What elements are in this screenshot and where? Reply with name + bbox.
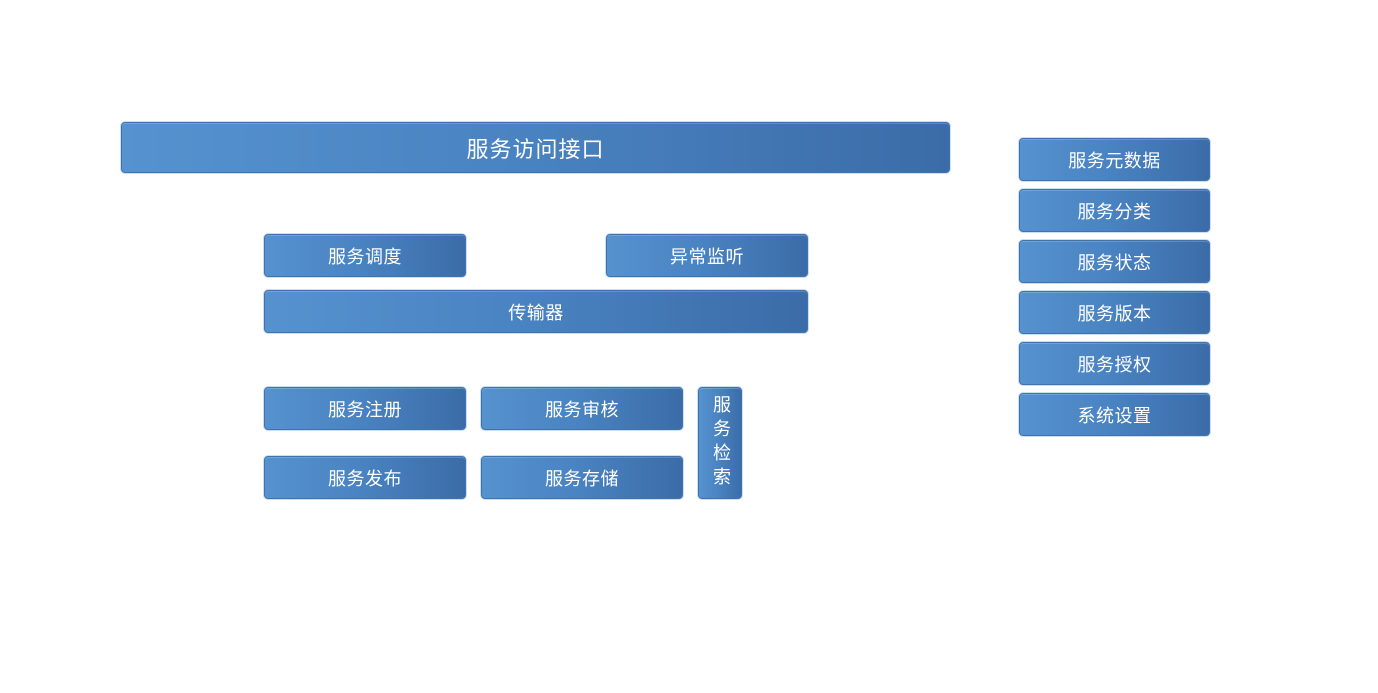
service-storage-label: 服务存储 xyxy=(545,468,619,490)
service-review-label: 服务审核 xyxy=(545,399,619,421)
side-item-service-category[interactable]: 服务分类 xyxy=(1019,189,1210,232)
service-review-block[interactable]: 服务审核 xyxy=(481,387,683,430)
side-item-service-version[interactable]: 服务版本 xyxy=(1019,291,1210,334)
exception-monitor-block[interactable]: 异常监听 xyxy=(606,234,808,277)
side-item-label: 服务授权 xyxy=(1077,354,1152,376)
service-scheduler-block[interactable]: 服务调度 xyxy=(264,234,466,277)
service-access-interface-block[interactable]: 服务访问接口 xyxy=(121,122,950,173)
side-item-service-status[interactable]: 服务状态 xyxy=(1019,240,1210,283)
side-item-service-metadata[interactable]: 服务元数据 xyxy=(1019,138,1210,181)
side-item-label: 服务元数据 xyxy=(1068,150,1161,172)
exception-monitor-label: 异常监听 xyxy=(670,246,744,268)
service-register-block[interactable]: 服务注册 xyxy=(264,387,466,430)
side-item-label: 系统设置 xyxy=(1077,405,1152,427)
side-item-label: 服务版本 xyxy=(1077,303,1152,325)
service-storage-block[interactable]: 服务存储 xyxy=(481,456,683,499)
service-publish-label: 服务发布 xyxy=(328,468,402,490)
side-item-label: 服务状态 xyxy=(1077,252,1152,274)
service-search-block[interactable]: 服务检索 xyxy=(698,387,742,499)
service-publish-block[interactable]: 服务发布 xyxy=(264,456,466,499)
transmitter-label: 传输器 xyxy=(508,302,564,324)
service-scheduler-label: 服务调度 xyxy=(328,246,402,268)
service-register-label: 服务注册 xyxy=(328,399,402,421)
service-access-interface-label: 服务访问接口 xyxy=(466,137,605,163)
transmitter-block[interactable]: 传输器 xyxy=(264,290,808,333)
service-search-label: 服务检索 xyxy=(710,395,731,491)
side-item-system-settings[interactable]: 系统设置 xyxy=(1019,393,1210,436)
side-item-label: 服务分类 xyxy=(1077,201,1152,223)
side-item-service-authorization[interactable]: 服务授权 xyxy=(1019,342,1210,385)
